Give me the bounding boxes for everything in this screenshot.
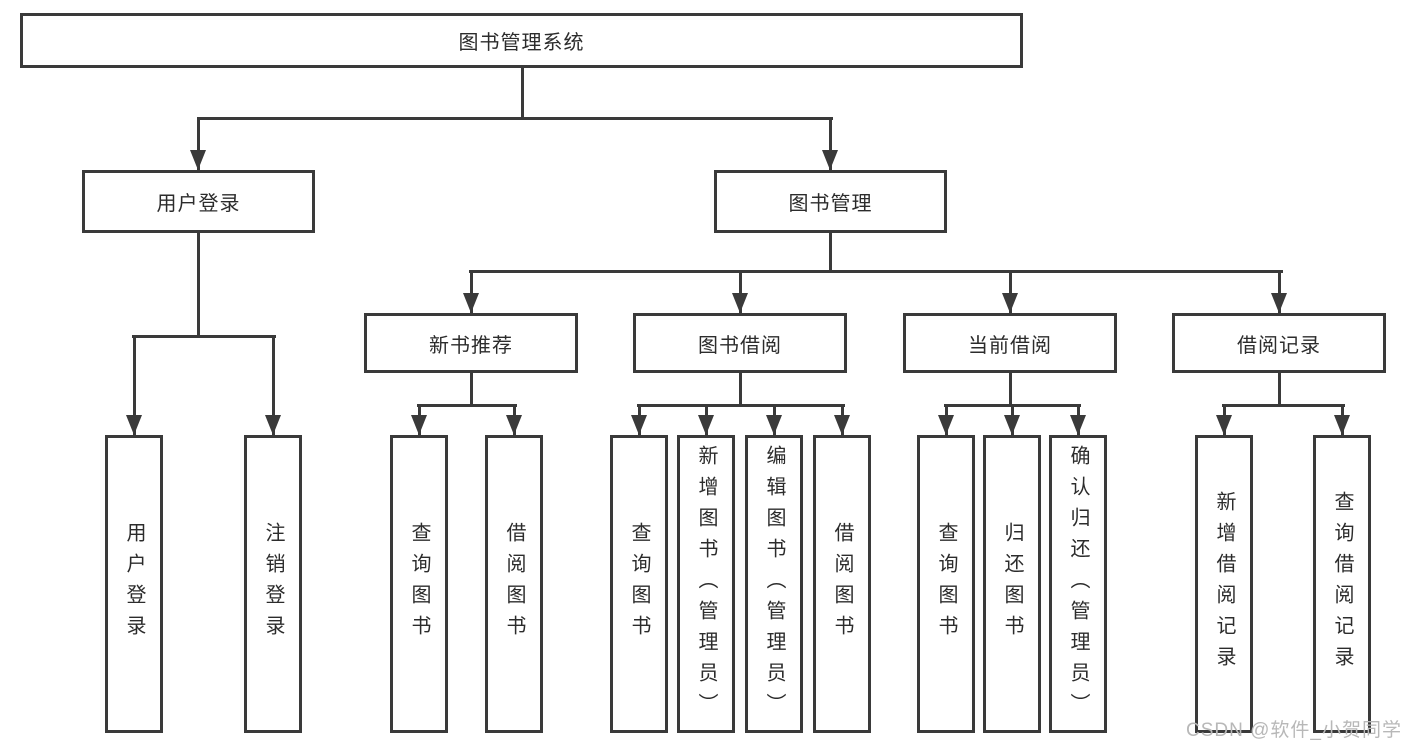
arrowhead-icon — [631, 415, 647, 435]
node-book-borrow-label: 图书借阅 — [698, 334, 782, 357]
connector-user-login-stub — [197, 232, 200, 336]
leaf-borrow-book: 借阅图书 — [813, 435, 871, 733]
leaf-query-borrow-record: 查询借阅记录 — [1313, 435, 1371, 733]
arrow-shaft — [1009, 270, 1012, 313]
csdn-watermark: CSDN @软件_小贺同学 — [1186, 720, 1402, 741]
node-book-management: 图书管理 — [714, 170, 947, 233]
leaf-borrow-book-label: 借阅图书 — [831, 522, 853, 646]
node-library-system-label: 图书管理系统 — [458, 32, 585, 54]
leaf-user-login-label: 用户登录 — [123, 522, 145, 646]
node-borrow-records: 借阅记录 — [1172, 313, 1386, 373]
leaf-borrow-book-recommend-label: 借阅图书 — [503, 522, 525, 646]
node-current-borrow-label: 当前借阅 — [968, 334, 1052, 357]
node-borrow-records-label: 借阅记录 — [1237, 334, 1321, 357]
arrowhead-icon — [265, 415, 281, 435]
arrowhead-icon — [1334, 415, 1350, 435]
node-library-system: 图书管理系统 — [20, 13, 1023, 68]
connector-level3-rail — [469, 270, 1283, 273]
leaf-query-book-current: 查询图书 — [917, 435, 975, 733]
leaf-query-borrow-record-label: 查询借阅记录 — [1331, 491, 1353, 677]
connector-new-book-stub — [470, 372, 473, 406]
arrow-shaft — [272, 335, 275, 435]
leaf-add-book-admin: 新增图书（管理员） — [677, 435, 735, 733]
leaf-query-book-recommend-label: 查询图书 — [408, 522, 430, 646]
arrowhead-icon — [698, 415, 714, 435]
leaf-return-book-label: 归还图书 — [1001, 522, 1023, 646]
leaf-confirm-return-admin: 确认归还（管理员） — [1049, 435, 1107, 733]
arrow-shaft — [829, 117, 832, 170]
leaf-add-borrow-record-label: 新增借阅记录 — [1213, 491, 1235, 677]
leaf-query-book-recommend: 查询图书 — [390, 435, 448, 733]
connector-book-management-stub — [829, 232, 832, 272]
connector-borrow-records-fork — [1222, 404, 1345, 407]
leaf-add-book-admin-label: 新增图书（管理员） — [695, 444, 717, 724]
arrow-shaft — [739, 270, 742, 313]
arrow-shaft — [197, 117, 200, 170]
arrowhead-icon — [822, 150, 838, 170]
leaf-logout: 注销登录 — [244, 435, 302, 733]
connector-new-book-fork — [417, 404, 517, 407]
connector-current-borrow-stub — [1009, 372, 1012, 406]
arrowhead-icon — [190, 150, 206, 170]
node-user-login: 用户登录 — [82, 170, 315, 233]
leaf-edit-book-admin: 编辑图书（管理员） — [745, 435, 803, 733]
leaf-confirm-return-admin-label: 确认归还（管理员） — [1067, 444, 1089, 724]
arrowhead-icon — [732, 293, 748, 313]
arrowhead-icon — [1216, 415, 1232, 435]
node-current-borrow: 当前借阅 — [903, 313, 1117, 373]
arrowhead-icon — [126, 415, 142, 435]
connector-level2-rail — [197, 117, 833, 120]
arrowhead-icon — [1004, 415, 1020, 435]
arrowhead-icon — [1070, 415, 1086, 435]
leaf-query-book-borrow-label: 查询图书 — [628, 522, 650, 646]
connector-book-borrow-fork — [637, 404, 845, 407]
connector-book-borrow-stub — [739, 372, 742, 406]
arrowhead-icon — [506, 415, 522, 435]
arrowhead-icon — [1271, 293, 1287, 313]
leaf-edit-book-admin-label: 编辑图书（管理员） — [763, 444, 785, 724]
arrowhead-icon — [766, 415, 782, 435]
leaf-query-book-current-label: 查询图书 — [935, 522, 957, 646]
leaf-user-login: 用户登录 — [105, 435, 163, 733]
connector-root-trunk — [521, 67, 524, 119]
node-new-book-recommend-label: 新书推荐 — [429, 334, 513, 357]
connector-borrow-records-stub — [1278, 372, 1281, 406]
connector-user-login-fork — [132, 335, 276, 338]
arrow-shaft — [133, 335, 136, 435]
arrowhead-icon — [834, 415, 850, 435]
leaf-logout-label: 注销登录 — [262, 522, 284, 646]
arrowhead-icon — [1002, 293, 1018, 313]
leaf-borrow-book-recommend: 借阅图书 — [485, 435, 543, 733]
arrowhead-icon — [411, 415, 427, 435]
arrowhead-icon — [938, 415, 954, 435]
leaf-return-book: 归还图书 — [983, 435, 1041, 733]
node-book-borrow: 图书借阅 — [633, 313, 847, 373]
leaf-query-book-borrow: 查询图书 — [610, 435, 668, 733]
node-book-management-label: 图书管理 — [788, 193, 873, 215]
arrowhead-icon — [463, 293, 479, 313]
arrow-shaft — [1278, 270, 1281, 313]
node-new-book-recommend: 新书推荐 — [364, 313, 578, 373]
arrow-shaft — [470, 270, 473, 313]
leaf-add-borrow-record: 新增借阅记录 — [1195, 435, 1253, 733]
node-user-login-label: 用户登录 — [156, 193, 241, 215]
